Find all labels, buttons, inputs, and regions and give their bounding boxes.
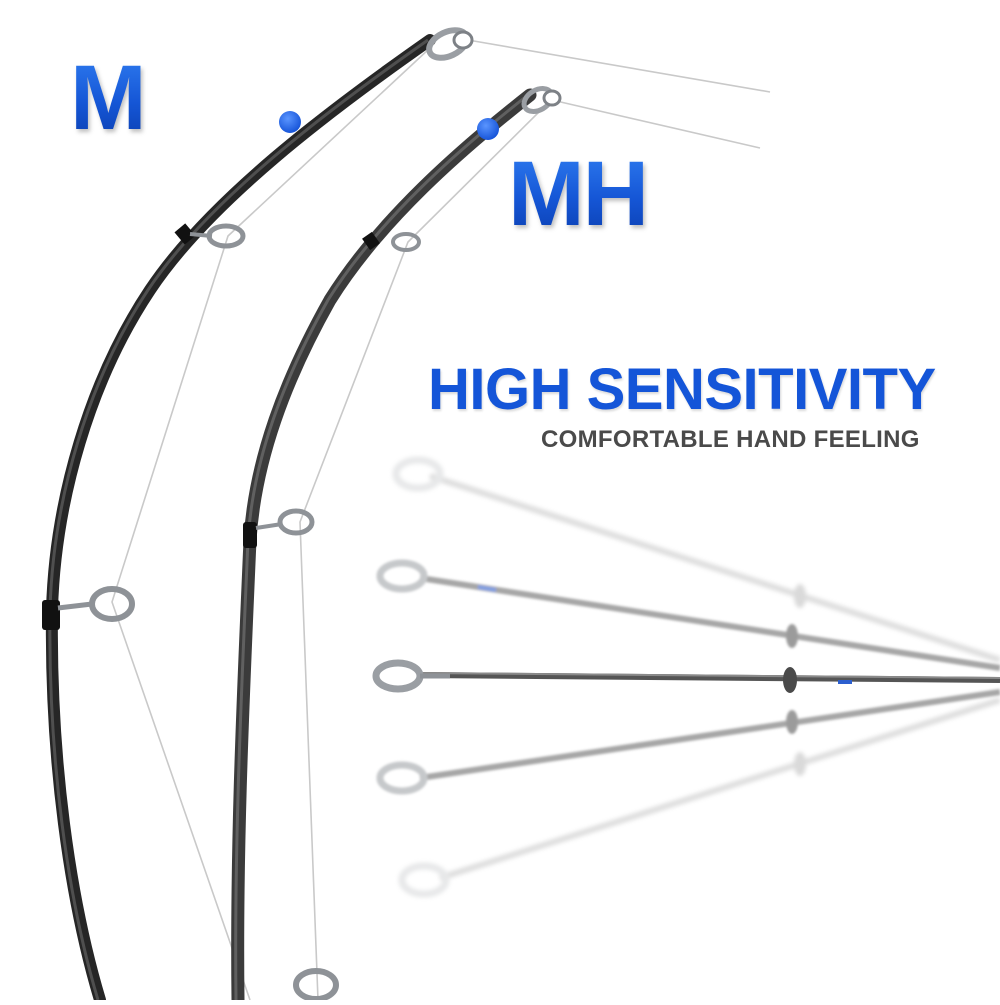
subheadline: COMFORTABLE HAND FEELING bbox=[541, 426, 920, 453]
rod-m bbox=[42, 27, 474, 1005]
rod-m-marker-dot bbox=[279, 111, 301, 133]
rod-m-tip-guide bbox=[426, 27, 474, 61]
rod-mh-tip-guide bbox=[521, 86, 562, 114]
headline: HIGH SENSITIVITY bbox=[428, 357, 936, 422]
vibrating-tip-2 bbox=[376, 559, 1000, 671]
vibrating-tips bbox=[372, 456, 1000, 898]
line-m-tip bbox=[467, 39, 771, 93]
fishing-lines bbox=[111, 39, 771, 1001]
line-mh-tip bbox=[551, 99, 761, 149]
vibrating-tip-3 bbox=[372, 659, 1000, 693]
rod-m-guide-3 bbox=[293, 968, 339, 1002]
vibrating-tip-4 bbox=[376, 689, 1000, 795]
rod-mh-guide-1 bbox=[362, 231, 421, 252]
rod-mh-guide-2 bbox=[243, 508, 315, 548]
vibrating-tip-5 bbox=[398, 697, 1000, 898]
rod-m-guide-2 bbox=[42, 586, 135, 630]
vibrating-tip-1 bbox=[392, 456, 1000, 663]
line-m-body bbox=[111, 47, 431, 1001]
rod-mh-marker-dot bbox=[477, 118, 499, 140]
rod-m-guide-1 bbox=[174, 223, 246, 249]
line-mh-body bbox=[299, 105, 546, 1001]
rod-m-label: M bbox=[70, 47, 147, 149]
rod-mh bbox=[231, 86, 562, 1005]
rod-mh-label: MH bbox=[508, 143, 649, 245]
